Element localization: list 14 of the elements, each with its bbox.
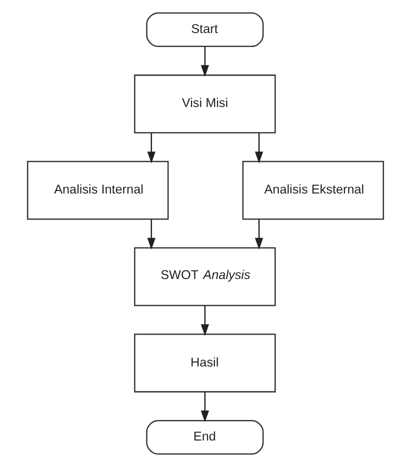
arrow bbox=[147, 133, 156, 164]
node-box: SWOT Analysis bbox=[134, 247, 276, 306]
node-box: Hasil bbox=[134, 334, 276, 392]
node-box: Visi Misi bbox=[134, 74, 276, 134]
node-box: Analisis Eksternal bbox=[242, 160, 384, 220]
arrow bbox=[200, 46, 210, 77]
arrow bbox=[254, 133, 264, 164]
node-box: End bbox=[146, 420, 264, 455]
arrow bbox=[200, 392, 210, 422]
node-box: Analisis Internal bbox=[26, 160, 169, 220]
arrow bbox=[200, 306, 210, 336]
node-box: Start bbox=[146, 12, 264, 48]
arrow bbox=[147, 220, 156, 250]
arrow bbox=[254, 220, 264, 250]
